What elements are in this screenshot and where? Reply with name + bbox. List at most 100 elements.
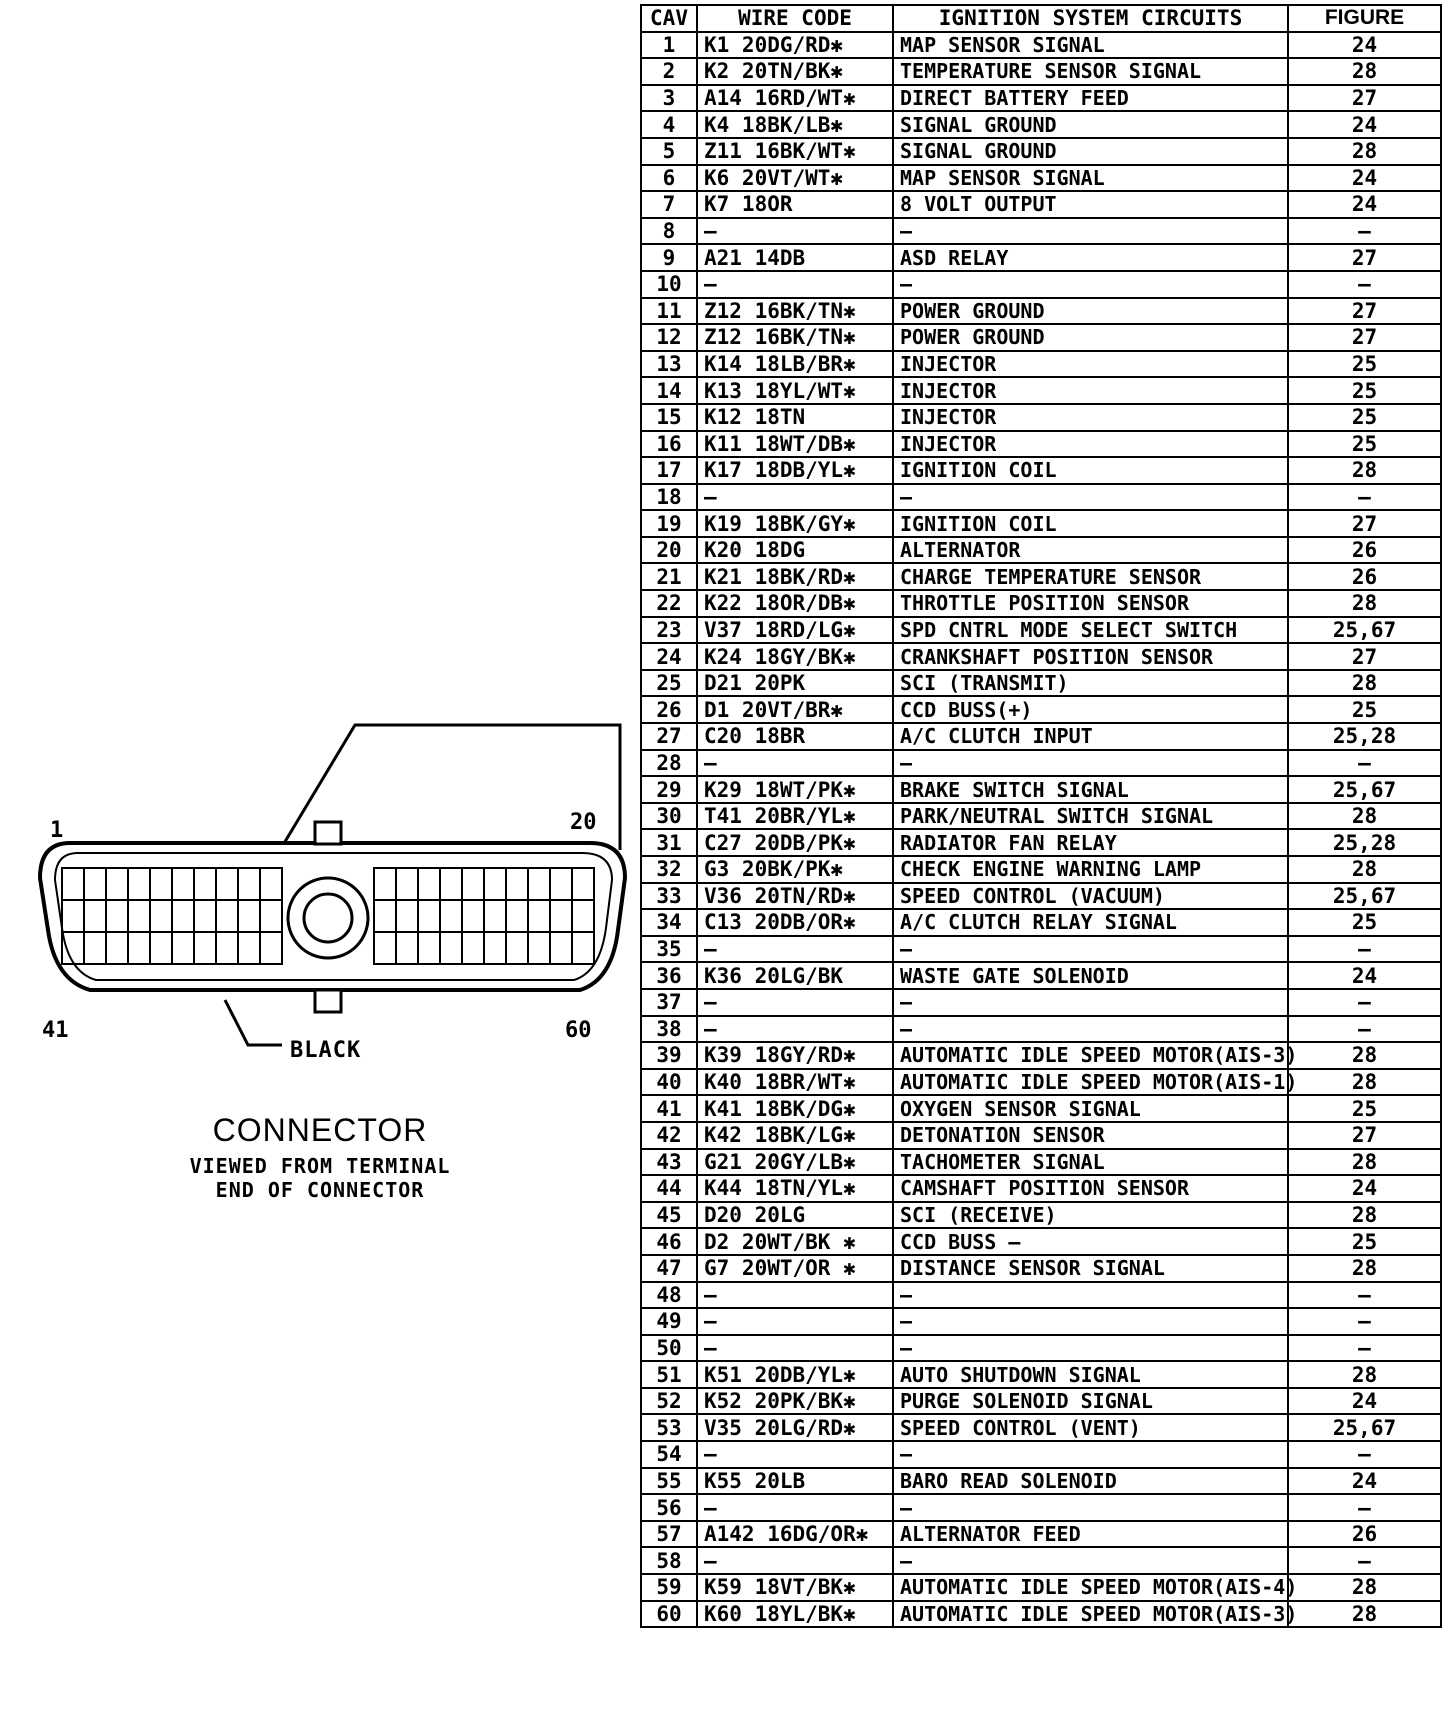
connector-bolt-inner <box>302 892 354 944</box>
cell-circuit: CHARGE TEMPERATURE SENSOR <box>892 562 1289 592</box>
cell-wire: A14 16RD/WT✱ <box>696 83 894 113</box>
cell-wire: K13 18YL/WT✱ <box>696 376 894 405</box>
table-row: 35——— <box>640 934 1442 964</box>
cell-cav: 26 <box>640 695 698 725</box>
cell-circuit: DIRECT BATTERY FEED <box>892 83 1289 113</box>
table-row: 56——— <box>640 1493 1442 1522</box>
cell-circuit: MAP SENSOR SIGNAL <box>892 30 1289 60</box>
cell-wire: K6 20VT/WT✱ <box>696 163 894 193</box>
cell-figure: 24 <box>1287 190 1442 219</box>
cell-figure: 25,67 <box>1287 775 1442 804</box>
cell-circuit: TACHOMETER SIGNAL <box>892 1147 1289 1177</box>
cell-wire: K51 20DB/YL✱ <box>696 1360 894 1389</box>
cell-circuit: DETONATION SENSOR <box>892 1120 1289 1150</box>
cell-cav: 54 <box>640 1440 698 1469</box>
cell-cav: 25 <box>640 668 698 698</box>
cell-figure: 24 <box>1287 110 1442 139</box>
right-pin-block <box>373 867 595 965</box>
cell-figure: 25 <box>1287 349 1442 379</box>
cell-figure: — <box>1287 748 1442 778</box>
cell-cav: 4 <box>640 110 698 139</box>
cell-cav: 23 <box>640 615 698 645</box>
cell-cav: 53 <box>640 1413 698 1443</box>
cell-figure: 26 <box>1287 1519 1442 1549</box>
header-cav: CAV <box>640 4 698 33</box>
cell-wire: V35 20LG/RD✱ <box>696 1413 894 1443</box>
cell-cav: 60 <box>640 1599 698 1629</box>
cell-figure: 28 <box>1287 1360 1442 1389</box>
cell-wire: A21 14DB <box>696 243 894 272</box>
cell-wire: G21 20GY/LB✱ <box>696 1147 894 1177</box>
cell-circuit: — <box>892 987 1289 1017</box>
cell-figure: — <box>1287 1333 1442 1363</box>
cell-circuit: — <box>892 482 1289 512</box>
connector-drawing <box>37 723 628 1047</box>
cell-cav: 18 <box>640 482 698 512</box>
cell-circuit: PARK/NEUTRAL SWITCH SIGNAL <box>892 801 1289 831</box>
cell-circuit: SCI (RECEIVE) <box>892 1200 1289 1230</box>
cell-figure: 25 <box>1287 908 1442 937</box>
cell-figure: — <box>1287 216 1442 246</box>
cell-cav: 19 <box>640 509 698 538</box>
cell-circuit: CRANKSHAFT POSITION SENSOR <box>892 642 1289 671</box>
table-row: 10——— <box>640 269 1442 299</box>
cell-circuit: OXYGEN SENSOR SIGNAL <box>892 1094 1289 1123</box>
cell-cav: 55 <box>640 1466 698 1496</box>
cell-figure: 28 <box>1287 136 1442 166</box>
cell-cav: 59 <box>640 1573 698 1602</box>
cell-circuit: — <box>892 1440 1289 1469</box>
cell-cav: 13 <box>640 349 698 379</box>
corner-label-1: 1 <box>50 818 64 843</box>
cell-figure: 25,67 <box>1287 615 1442 645</box>
cell-wire: K19 18BK/GY✱ <box>696 509 894 538</box>
cell-wire: — <box>696 987 894 1017</box>
cell-wire: — <box>696 1440 894 1469</box>
cell-circuit: DISTANCE SENSOR SIGNAL <box>892 1253 1289 1283</box>
cell-circuit: CHECK ENGINE WARNING LAMP <box>892 855 1289 884</box>
cell-figure: 28 <box>1287 1041 1442 1070</box>
cell-circuit: SPEED CONTROL (VENT) <box>892 1413 1289 1443</box>
cell-cav: 41 <box>640 1094 698 1123</box>
cell-circuit: POWER GROUND <box>892 323 1289 352</box>
cell-wire: K22 18OR/DB✱ <box>696 589 894 618</box>
cell-circuit: RADIATOR FAN RELAY <box>892 828 1289 857</box>
cell-circuit: ALTERNATOR FEED <box>892 1519 1289 1549</box>
cell-circuit: SPD CNTRL MODE SELECT SWITCH <box>892 615 1289 645</box>
cell-figure: — <box>1287 1280 1442 1310</box>
cell-circuit: TEMPERATURE SENSOR SIGNAL <box>892 57 1289 86</box>
cell-figure: 28 <box>1287 589 1442 618</box>
cell-wire: Z12 16BK/TN✱ <box>696 323 894 352</box>
cell-figure: 24 <box>1287 163 1442 193</box>
cell-circuit: CCD BUSS — <box>892 1227 1289 1256</box>
connector-subtitle-1: VIEWED FROM TERMINAL <box>189 1154 451 1178</box>
cell-circuit: SCI (TRANSMIT) <box>892 668 1289 698</box>
table-row: 54——— <box>640 1440 1442 1469</box>
cell-circuit: SIGNAL GROUND <box>892 136 1289 166</box>
cell-circuit: — <box>892 934 1289 964</box>
cell-wire: A142 16DG/OR✱ <box>696 1519 894 1549</box>
cell-cav: 46 <box>640 1227 698 1256</box>
cell-figure: 28 <box>1287 1147 1442 1177</box>
cell-cav: 22 <box>640 589 698 618</box>
cell-cav: 47 <box>640 1253 698 1283</box>
cell-figure: 28 <box>1287 57 1442 86</box>
cell-circuit: — <box>892 748 1289 778</box>
cell-cav: 29 <box>640 775 698 804</box>
cell-figure: 25 <box>1287 402 1442 432</box>
